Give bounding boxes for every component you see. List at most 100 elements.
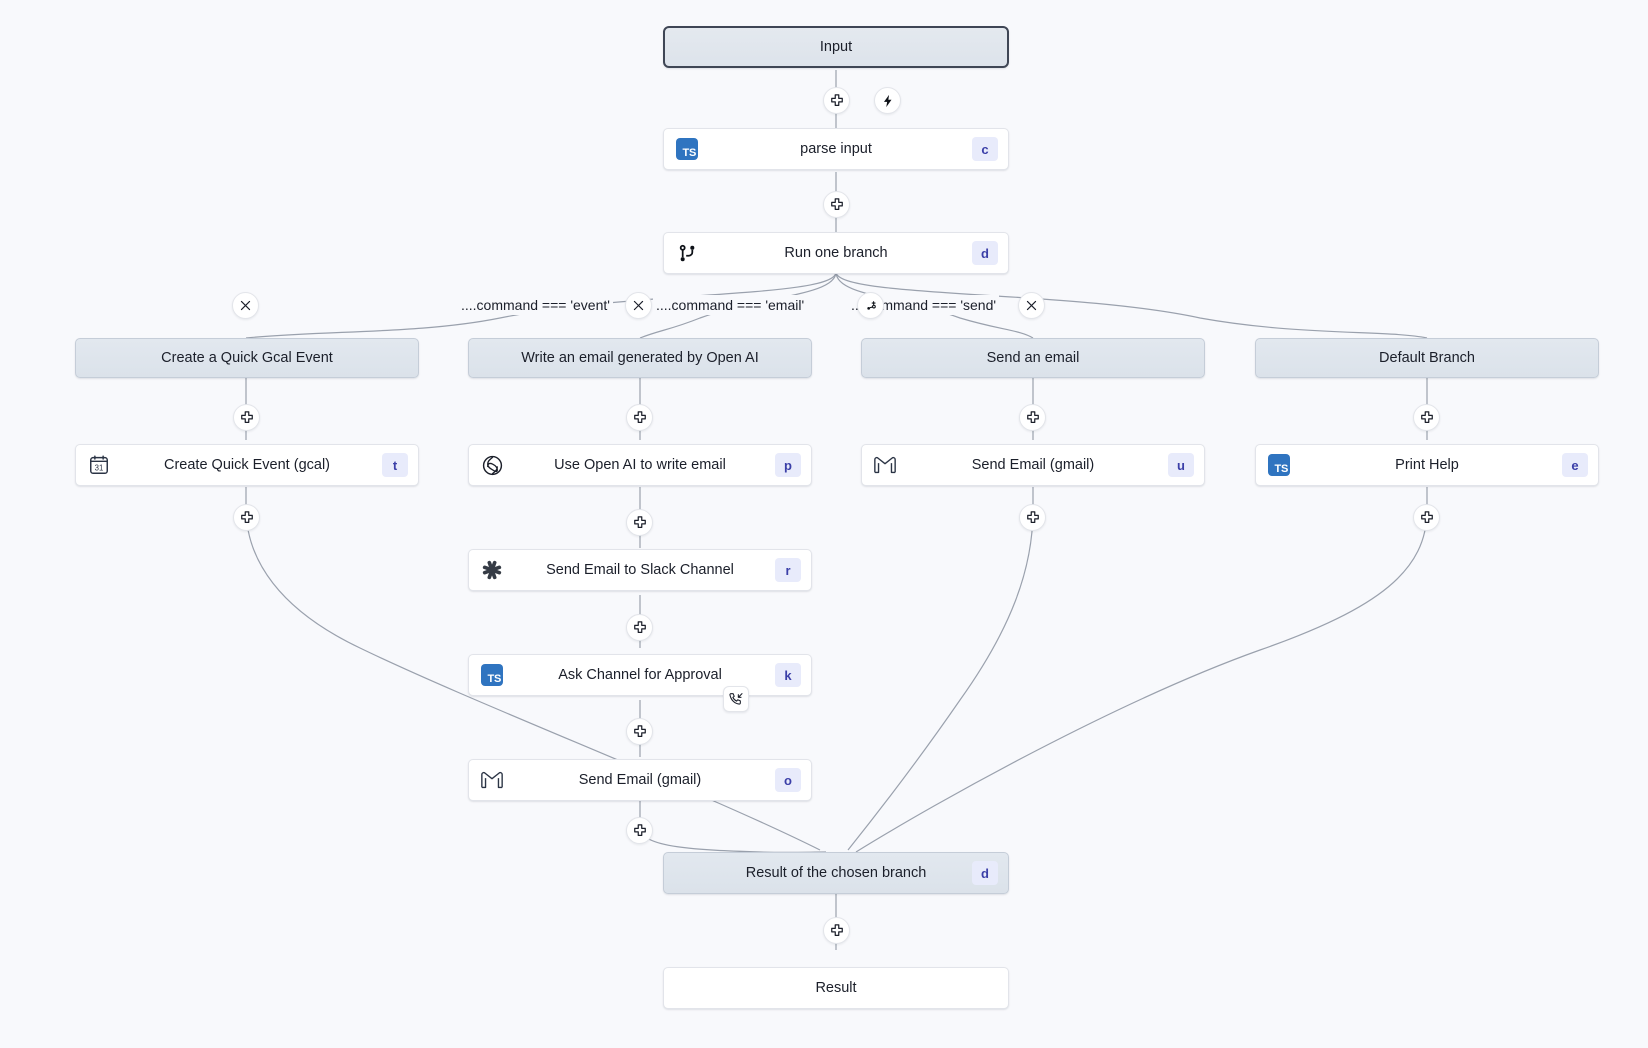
create-quick-event-key-slot: t xyxy=(372,453,418,477)
shortcut-key: d xyxy=(972,241,998,265)
add-step-icon xyxy=(240,510,253,523)
add-step-button-input[interactable] xyxy=(823,87,850,114)
shortcut-key: t xyxy=(382,453,408,477)
approval-callback-badge[interactable] xyxy=(723,686,749,712)
add-step-button-slack[interactable] xyxy=(626,614,653,641)
node-send-email-to-slack-channel[interactable]: Send Email to Slack Channel r xyxy=(468,549,812,591)
collector-key-slot: d xyxy=(962,861,1008,885)
add-step-icon xyxy=(633,620,646,633)
node-print-help[interactable]: TS Print Help e xyxy=(1255,444,1599,486)
add-step-icon xyxy=(1026,510,1039,523)
close-icon xyxy=(633,300,644,311)
add-step-icon xyxy=(633,410,646,423)
add-step-icon xyxy=(1420,410,1433,423)
add-step-icon xyxy=(1420,510,1433,523)
node-run-one-branch[interactable]: Run one branch d xyxy=(663,232,1009,274)
node-input[interactable]: Input xyxy=(663,26,1009,68)
node-parse-input-label: parse input xyxy=(800,141,872,157)
branch-box-4-label: Default Branch xyxy=(1379,350,1475,366)
gmail-icon xyxy=(874,456,896,474)
branch-condition-1: ....command === 'event' xyxy=(458,295,613,315)
close-icon xyxy=(240,300,251,311)
branch-box-1[interactable]: Create a Quick Gcal Event xyxy=(75,338,419,378)
add-step-icon xyxy=(633,515,646,528)
remove-branch-button-3[interactable] xyxy=(1018,292,1045,319)
node-send-email-gmail-branch-2-label: Send Email (gmail) xyxy=(578,772,702,788)
node-send-email-to-slack-channel-label: Send Email to Slack Channel xyxy=(546,562,734,578)
node-use-openai-to-write-email[interactable]: Use Open AI to write email p xyxy=(468,444,812,486)
node-ask-channel-for-approval-label: Ask Channel for Approval xyxy=(558,667,722,683)
add-step-button-send-email-branch-2[interactable] xyxy=(626,817,653,844)
trigger-button[interactable] xyxy=(874,87,901,114)
add-step-button-approval[interactable] xyxy=(626,718,653,745)
node-result[interactable]: Result xyxy=(663,967,1009,1009)
gmail-icon xyxy=(481,771,503,789)
node-send-email-gmail-branch-3[interactable]: Send Email (gmail) u xyxy=(861,444,1205,486)
google-calendar-icon: 31 xyxy=(90,455,108,474)
add-step-icon xyxy=(830,197,843,210)
branch-box-3-label: Send an email xyxy=(986,350,1080,366)
close-icon xyxy=(1026,300,1037,311)
approval-key-slot: k xyxy=(765,663,811,687)
add-step-button-branch-3[interactable] xyxy=(1019,404,1046,431)
shortcut-key: u xyxy=(1168,453,1194,477)
print-help-key-slot: e xyxy=(1552,453,1598,477)
typescript-icon: TS xyxy=(481,664,503,686)
add-step-icon xyxy=(633,724,646,737)
add-step-button-branch-1[interactable] xyxy=(233,404,260,431)
branch-box-1-label: Create a Quick Gcal Event xyxy=(161,350,333,366)
git-branch-icon xyxy=(679,244,694,261)
branch-box-4[interactable]: Default Branch xyxy=(1255,338,1599,378)
openai-icon xyxy=(482,455,502,475)
add-step-button-branch-4[interactable] xyxy=(1413,404,1440,431)
lightning-icon xyxy=(883,94,891,107)
add-step-icon xyxy=(1026,410,1039,423)
branch-box-3[interactable]: Send an email xyxy=(861,338,1205,378)
add-step-button-collector[interactable] xyxy=(823,917,850,944)
svg-text:31: 31 xyxy=(95,464,104,473)
node-result-of-chosen-branch-label: Result of the chosen branch xyxy=(745,865,927,881)
add-step-button-create-quick-event[interactable] xyxy=(233,504,260,531)
shortcut-key: d xyxy=(972,861,998,885)
remove-branch-button-2[interactable] xyxy=(625,292,652,319)
add-step-icon xyxy=(830,93,843,106)
shortcut-key: c xyxy=(972,137,998,161)
shortcut-key: p xyxy=(775,453,801,477)
gmail-icon-slot-2 xyxy=(469,770,515,790)
node-result-label: Result xyxy=(815,980,857,996)
shortcut-key: k xyxy=(775,663,801,687)
branch-box-2-label: Write an email generated by Open AI xyxy=(521,350,759,366)
approval-icon-slot: TS xyxy=(469,664,515,686)
add-step-button-print-help[interactable] xyxy=(1413,504,1440,531)
node-result-of-chosen-branch[interactable]: Result of the chosen branch d xyxy=(663,852,1009,894)
node-create-quick-event[interactable]: 31 Create Quick Event (gcal) t xyxy=(75,444,419,486)
send-email-gmail-branch-3-key-slot: u xyxy=(1158,453,1204,477)
node-ask-channel-for-approval[interactable]: TS Ask Channel for Approval k xyxy=(468,654,812,696)
node-send-email-gmail-branch-3-label: Send Email (gmail) xyxy=(971,457,1095,473)
node-use-openai-to-write-email-label: Use Open AI to write email xyxy=(554,457,726,473)
parse-input-icon-slot: TS xyxy=(664,138,710,160)
shortcut-key: e xyxy=(1562,453,1588,477)
node-parse-input[interactable]: TS parse input c xyxy=(663,128,1009,170)
insert-branch-button[interactable] xyxy=(857,292,884,319)
print-help-icon-slot: TS xyxy=(1256,454,1302,476)
node-print-help-label: Print Help xyxy=(1395,457,1459,473)
slack-icon-slot xyxy=(469,559,515,581)
node-input-label: Input xyxy=(819,39,853,55)
add-step-button-use-openai[interactable] xyxy=(626,509,653,536)
gcal-icon-slot: 31 xyxy=(76,454,122,476)
node-send-email-gmail-branch-2[interactable]: Send Email (gmail) o xyxy=(468,759,812,801)
add-step-button-send-email-branch-3[interactable] xyxy=(1019,504,1046,531)
branch-condition-2: ....command === 'email' xyxy=(653,295,808,315)
send-email-gmail-branch-2-key-slot: o xyxy=(765,768,811,792)
branch-box-2[interactable]: Write an email generated by Open AI xyxy=(468,338,812,378)
run-one-branch-key-slot: d xyxy=(962,241,1008,265)
slack-key-slot: r xyxy=(765,558,811,582)
use-openai-key-slot: p xyxy=(765,453,811,477)
openai-icon-slot xyxy=(469,454,515,477)
add-step-button-branch-2[interactable] xyxy=(626,404,653,431)
add-step-button-parse-input[interactable] xyxy=(823,191,850,218)
remove-branch-button-1[interactable] xyxy=(232,292,259,319)
node-create-quick-event-label: Create Quick Event (gcal) xyxy=(163,457,330,473)
